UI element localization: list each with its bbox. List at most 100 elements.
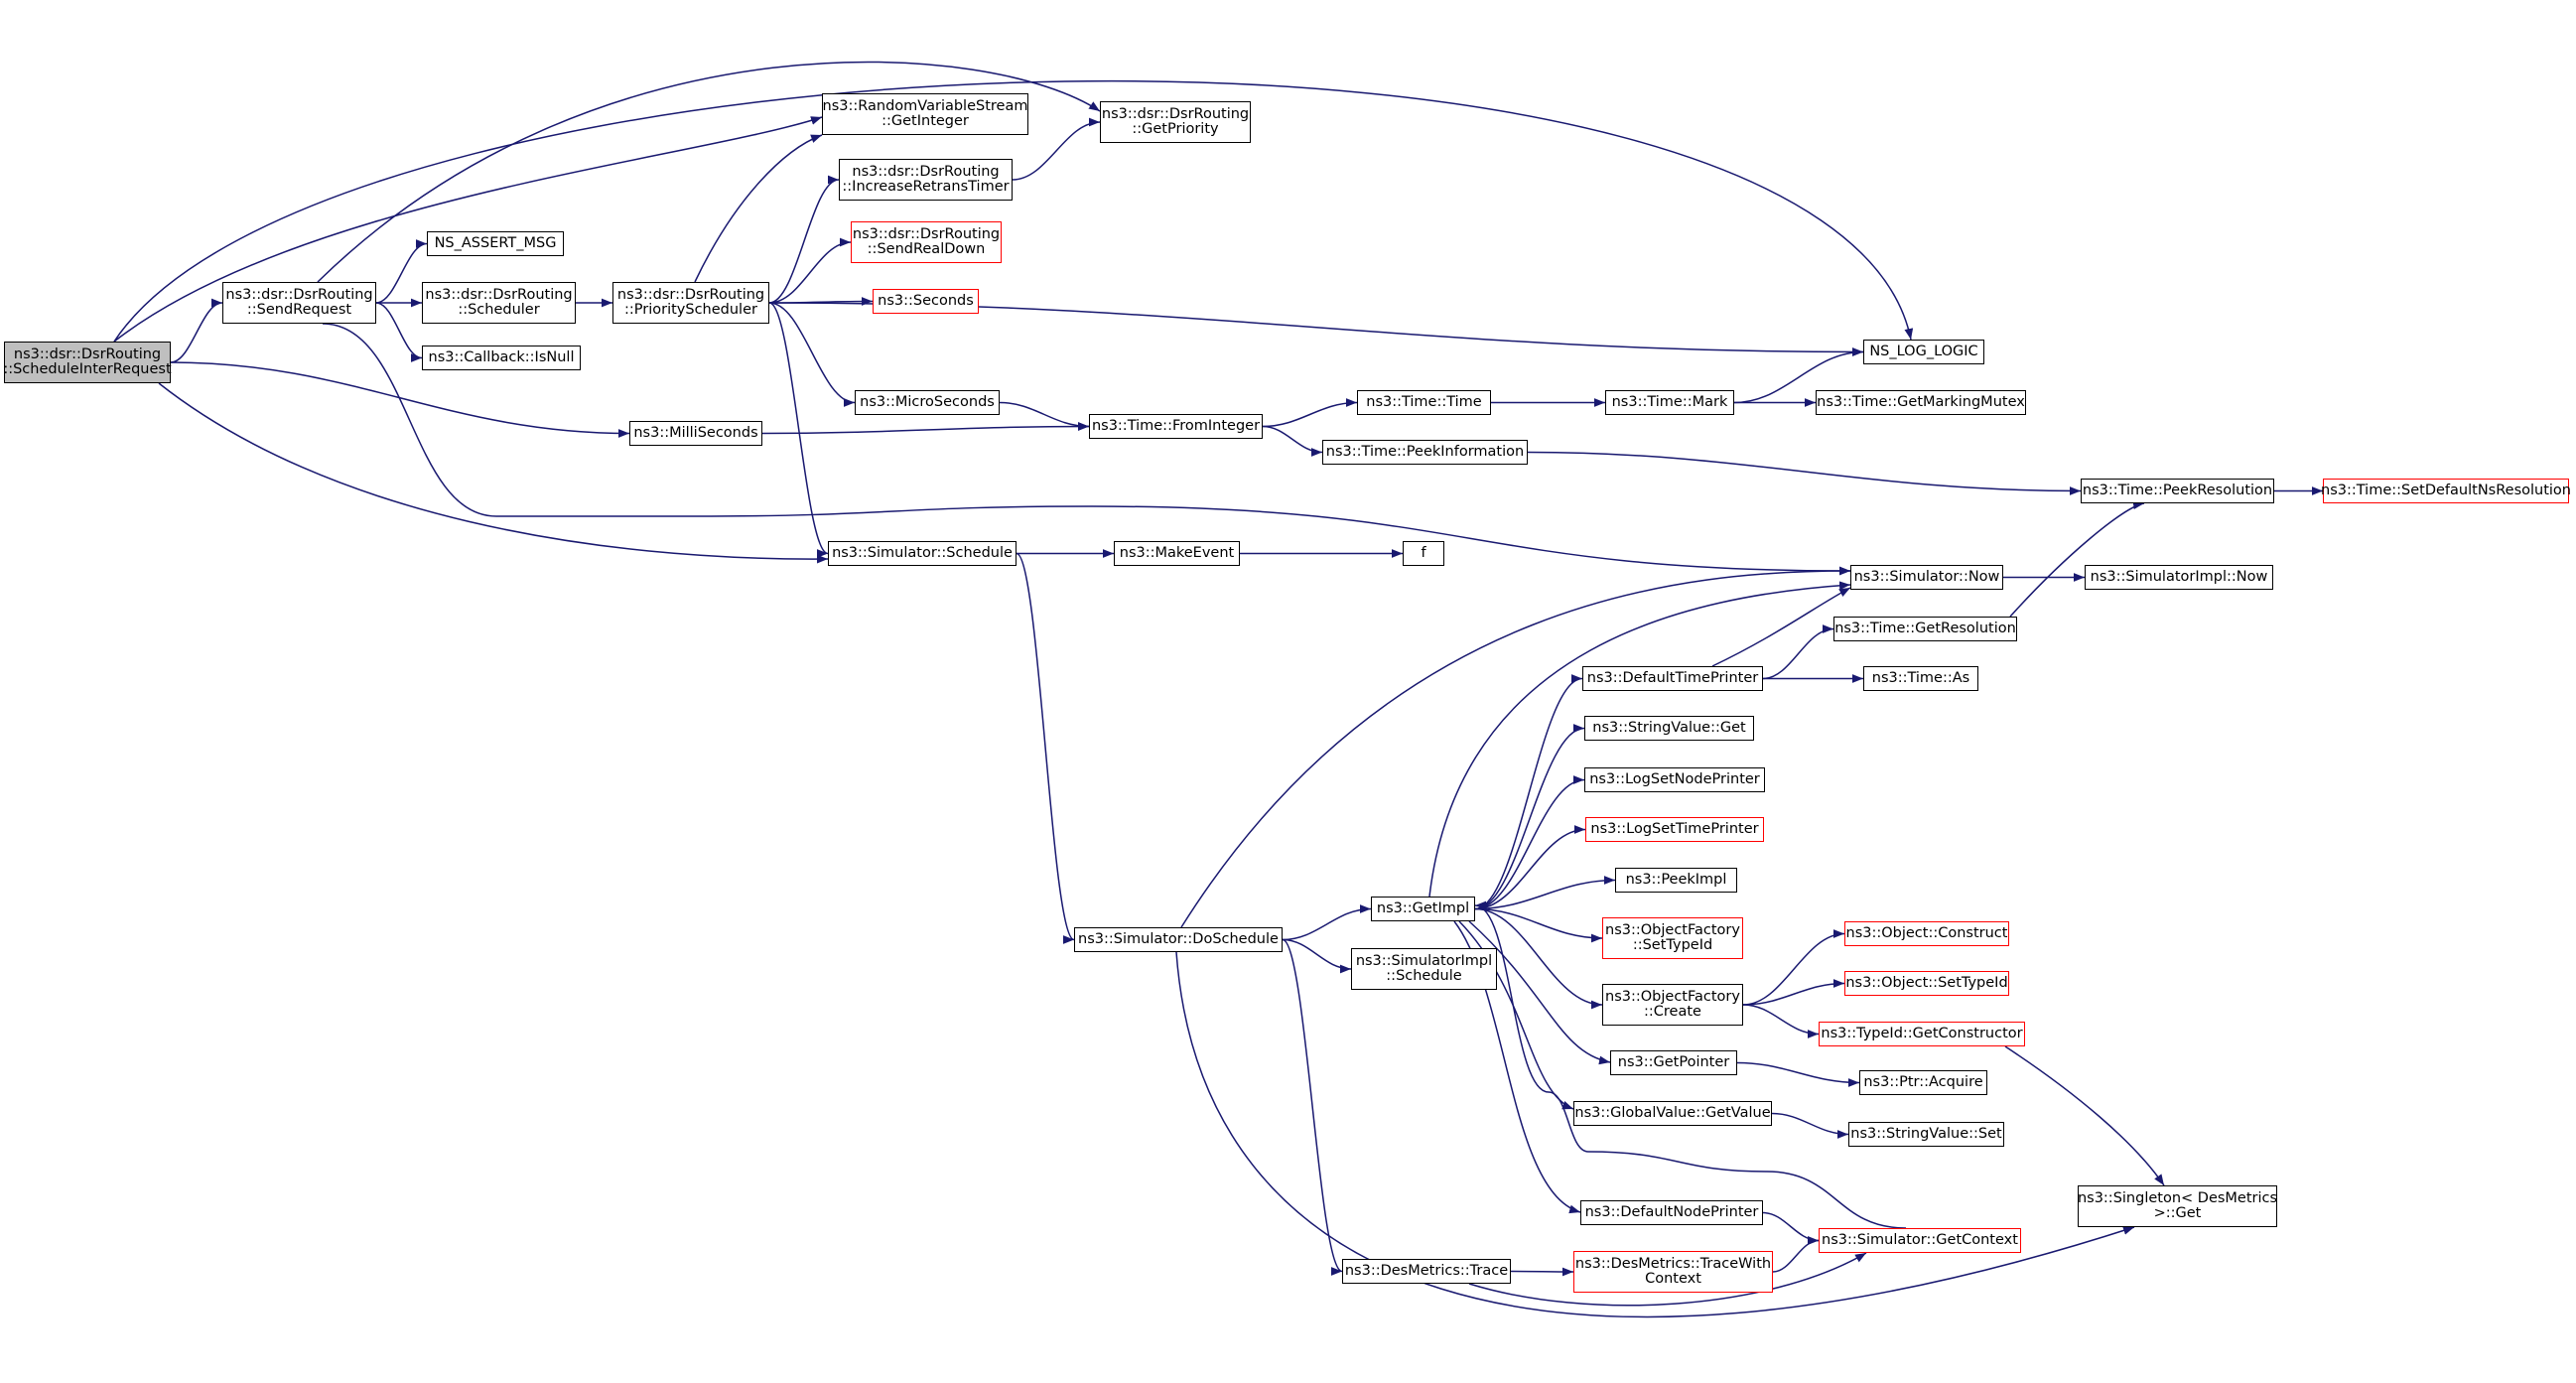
node-label-line: ::SendRealDown bbox=[867, 241, 986, 257]
edge-simulator-doschedule-to-desmetrics-trace bbox=[1282, 938, 1343, 1276]
edge-getimpl-to-objectfactory-create bbox=[1474, 907, 1603, 1010]
node-time-getmarkingmutex[interactable]: ns3::Time::GetMarkingMutex bbox=[1816, 390, 2026, 415]
node-label-line: ::Create bbox=[1644, 1004, 1701, 1020]
edge-time-mark-to-ns-log-logic bbox=[1733, 347, 1864, 404]
node-object-construct[interactable]: ns3::Object::Construct bbox=[1844, 921, 2009, 946]
edge-microseconds-to-time-frominteger bbox=[999, 401, 1090, 431]
node-send-real-down[interactable]: ns3::dsr::DsrRouting::SendRealDown bbox=[851, 221, 1002, 263]
node-label-line: ns3::ObjectFactory bbox=[1605, 988, 1740, 1005]
node-label-line: ns3::Time::PeekResolution bbox=[2082, 482, 2273, 498]
node-label-line: ns3::Time::GetResolution bbox=[1834, 620, 2016, 636]
node-increase-retrans[interactable]: ns3::dsr::DsrRouting::IncreaseRetransTim… bbox=[839, 159, 1013, 201]
node-label-line: ns3::DesMetrics::Trace bbox=[1344, 1262, 1509, 1279]
node-label-line: ns3::Simulator::Now bbox=[1853, 568, 2000, 585]
edge-simulator-getcontext-to-getimpl bbox=[1474, 900, 1907, 1229]
node-time-peekinformation[interactable]: ns3::Time::PeekInformation bbox=[1322, 440, 1528, 465]
node-simulator-now[interactable]: ns3::Simulator::Now bbox=[1850, 565, 2003, 590]
node-defaultnodeprinter[interactable]: ns3::DefaultNodePrinter bbox=[1580, 1200, 1763, 1225]
node-rvs-getinteger[interactable]: ns3::RandomVariableStream::GetInteger bbox=[822, 93, 1028, 135]
node-ns-assert-msg[interactable]: NS_ASSERT_MSG bbox=[427, 231, 564, 256]
node-label-line: ns3::Object::SetTypeId bbox=[1845, 974, 2008, 991]
node-logsettimeprinter[interactable]: ns3::LogSetTimePrinter bbox=[1585, 817, 1764, 842]
node-simulatorimpl-now[interactable]: ns3::SimulatorImpl::Now bbox=[2085, 565, 2273, 590]
node-label-line: ns3::MilliSeconds bbox=[633, 424, 758, 441]
node-peekimpl[interactable]: ns3::PeekImpl bbox=[1615, 868, 1737, 893]
node-milliseconds[interactable]: ns3::MilliSeconds bbox=[629, 421, 762, 446]
node-time-setdefaultnsresolution[interactable]: ns3::Time::SetDefaultNsResolution bbox=[2321, 479, 2571, 503]
node-label-line: ns3::dsr::DsrRouting bbox=[225, 286, 373, 303]
node-label-line: ns3::SimulatorImpl bbox=[1355, 952, 1493, 969]
edge-send-request-to-ns-assert-msg bbox=[375, 239, 428, 304]
node-f[interactable]: f bbox=[1403, 541, 1444, 566]
node-objectfactory-settypeid[interactable]: ns3::ObjectFactory::SetTypeId bbox=[1602, 917, 1743, 959]
node-time-time[interactable]: ns3::Time::Time bbox=[1357, 390, 1491, 415]
node-label-line: ns3::dsr::DsrRouting bbox=[1101, 105, 1250, 122]
node-label-line: f bbox=[1421, 544, 1426, 561]
edge-priority-scheduler-to-microseconds bbox=[768, 302, 856, 407]
edge-send-request-to-simulator-now bbox=[322, 323, 1851, 576]
edge-getpointer-to-ptr-acquire bbox=[1736, 1061, 1860, 1087]
node-time-mark[interactable]: ns3::Time::Mark bbox=[1605, 390, 1734, 415]
node-typeid-getconstructor[interactable]: ns3::TypeId::GetConstructor bbox=[1819, 1022, 2025, 1046]
node-objectfactory-create[interactable]: ns3::ObjectFactory::Create bbox=[1602, 984, 1743, 1026]
node-label-line: ::Scheduler bbox=[458, 302, 540, 318]
node-ns-log-logic[interactable]: NS_LOG_LOGIC bbox=[1863, 340, 1984, 364]
node-label-line: ns3::dsr::DsrRouting bbox=[852, 225, 1001, 242]
node-label-line: ns3::Time::SetDefaultNsResolution bbox=[2321, 482, 2571, 498]
node-label-line: ns3::Time::Mark bbox=[1611, 393, 1728, 410]
node-get-priority[interactable]: ns3::dsr::DsrRouting::GetPriority bbox=[1100, 101, 1251, 143]
edge-getimpl-to-getpointer bbox=[1468, 920, 1611, 1065]
edge-desmetrics-trace-to-simulator-getcontext bbox=[1468, 1252, 1867, 1307]
node-label-line: ns3::DefaultTimePrinter bbox=[1586, 669, 1759, 686]
edge-simulator-doschedule-to-simulator-now bbox=[1180, 566, 1851, 928]
node-makeevent[interactable]: ns3::MakeEvent bbox=[1114, 541, 1240, 566]
node-label-line: ns3::StringValue::Get bbox=[1592, 719, 1746, 736]
node-getimpl[interactable]: ns3::GetImpl bbox=[1371, 897, 1475, 921]
edge-send-request-to-callback-isnull bbox=[375, 302, 423, 362]
node-callback-isnull[interactable]: ns3::Callback::IsNull bbox=[422, 346, 581, 370]
node-time-peekresolution[interactable]: ns3::Time::PeekResolution bbox=[2081, 479, 2274, 503]
node-defaulttimeprinter[interactable]: ns3::DefaultTimePrinter bbox=[1582, 666, 1763, 691]
node-root[interactable]: ns3::dsr::DsrRouting::ScheduleInterReque… bbox=[3, 342, 172, 383]
node-priority-scheduler[interactable]: ns3::dsr::DsrRouting::PriorityScheduler bbox=[612, 282, 769, 324]
node-label-line: ns3::Time::PeekInformation bbox=[1325, 443, 1525, 460]
node-globalvalue-getvalue[interactable]: ns3::GlobalValue::GetValue bbox=[1573, 1101, 1772, 1126]
node-time-as[interactable]: ns3::Time::As bbox=[1863, 666, 1978, 691]
node-simulator-doschedule[interactable]: ns3::Simulator::DoSchedule bbox=[1074, 927, 1283, 952]
node-label-line: ns3::TypeId::GetConstructor bbox=[1821, 1025, 2023, 1041]
node-ptr-acquire[interactable]: ns3::Ptr::Acquire bbox=[1859, 1070, 1987, 1095]
node-send-request[interactable]: ns3::dsr::DsrRouting::SendRequest bbox=[222, 282, 376, 324]
edge-getimpl-to-logsettimeprinter bbox=[1474, 825, 1586, 910]
node-stringvalue-set[interactable]: ns3::StringValue::Set bbox=[1848, 1122, 2004, 1147]
node-label-line: ::Schedule bbox=[1386, 968, 1462, 984]
node-scheduler[interactable]: ns3::dsr::DsrRouting::Scheduler bbox=[422, 282, 576, 324]
node-simulatorimpl-schedule[interactable]: ns3::SimulatorImpl::Schedule bbox=[1351, 948, 1497, 990]
node-time-frominteger[interactable]: ns3::Time::FromInteger bbox=[1089, 414, 1263, 439]
node-label-line: ns3::LogSetTimePrinter bbox=[1590, 820, 1759, 837]
node-label-line: ns3::Simulator::DoSchedule bbox=[1078, 930, 1279, 947]
node-desmetrics-trace[interactable]: ns3::DesMetrics::Trace bbox=[1342, 1259, 1511, 1284]
node-label-line: ns3::Time::GetMarkingMutex bbox=[1817, 393, 2025, 410]
edge-milliseconds-to-time-frominteger bbox=[761, 422, 1090, 435]
node-singleton-get[interactable]: ns3::Singleton< DesMetrics >::Get bbox=[2078, 1185, 2277, 1227]
node-label-line: ns3::Seconds bbox=[878, 292, 974, 309]
node-label-line: ns3::SimulatorImpl::Now bbox=[2090, 568, 2268, 585]
node-time-getresolution[interactable]: ns3::Time::GetResolution bbox=[1833, 617, 2017, 641]
node-simulator-schedule[interactable]: ns3::Simulator::Schedule bbox=[828, 541, 1017, 566]
node-label-line: NS_ASSERT_MSG bbox=[434, 234, 557, 251]
node-getpointer[interactable]: ns3::GetPointer bbox=[1610, 1050, 1737, 1075]
node-object-settypeid[interactable]: ns3::Object::SetTypeId bbox=[1844, 971, 2009, 996]
edge-objectfactory-create-to-typeid-getconstructor bbox=[1742, 1004, 1820, 1038]
node-label-line: ns3::PeekImpl bbox=[1625, 871, 1727, 888]
node-seconds[interactable]: ns3::Seconds bbox=[873, 289, 979, 314]
node-stringvalue-get[interactable]: ns3::StringValue::Get bbox=[1584, 716, 1754, 741]
node-logsetnodeprinter[interactable]: ns3::LogSetNodePrinter bbox=[1584, 767, 1765, 792]
edge-priority-scheduler-to-simulator-schedule bbox=[768, 302, 829, 558]
edge-time-peekinformation-to-time-peekresolution bbox=[1527, 451, 2082, 495]
edge-typeid-getconstructor-to-singleton-get bbox=[2004, 1045, 2165, 1186]
node-simulator-getcontext[interactable]: ns3::Simulator::GetContext bbox=[1819, 1228, 2021, 1253]
node-microseconds[interactable]: ns3::MicroSeconds bbox=[855, 390, 1000, 415]
node-label-line: ns3::dsr::DsrRouting bbox=[852, 163, 1000, 180]
